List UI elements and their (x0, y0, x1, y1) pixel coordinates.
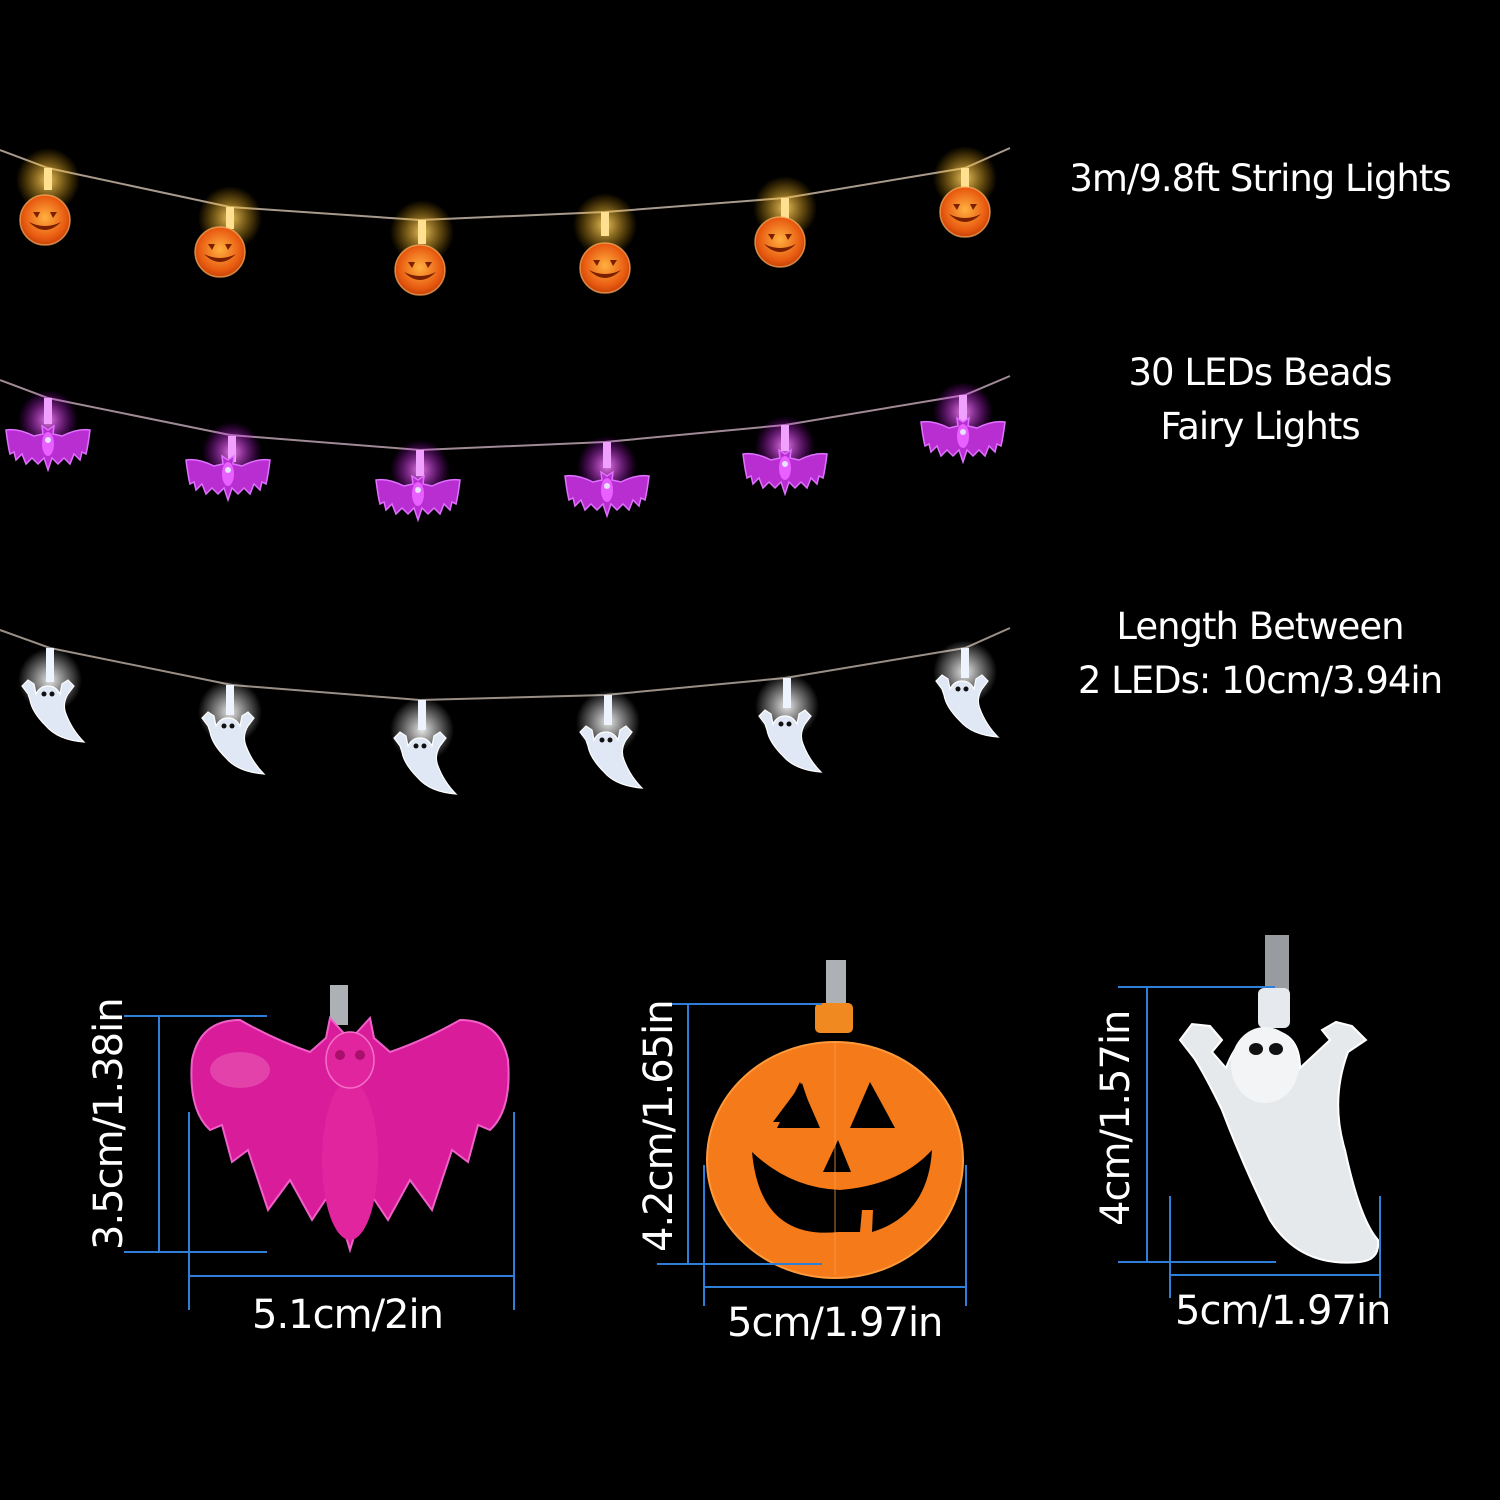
ghost-light (933, 640, 999, 738)
ghost-height-label: 4cm/1.57in (1093, 1010, 1139, 1226)
spacing-label-line1: Length Between (1116, 605, 1404, 648)
pumpkin-width-label: 5cm/1.97in (727, 1300, 943, 1346)
ghost-string (0, 627, 1011, 795)
bat-light (375, 440, 461, 521)
ghost-dimension-lines (1118, 986, 1381, 1298)
bat-dimension-lines (124, 1015, 515, 1310)
pumpkin-light (390, 200, 454, 296)
bat-light (920, 382, 1006, 463)
bat-light (185, 422, 271, 501)
ghost-light (198, 680, 265, 775)
pumpkin-dimension-lines (657, 1003, 967, 1306)
pumpkin-closeup (706, 960, 964, 1279)
bat-closeup (190, 985, 510, 1254)
pumpkin-light (753, 176, 817, 268)
ghost-light (576, 690, 643, 789)
pumpkin-string (0, 146, 1011, 296)
pumpkin-light (933, 146, 997, 238)
ghost-width-label: 5cm/1.97in (1175, 1288, 1391, 1334)
pumpkin-light (16, 148, 80, 246)
bat-light (742, 416, 828, 495)
led-beads-label: 30 LEDs Beads (1128, 351, 1393, 394)
pumpkin-height-label: 4.2cm/1.65in (636, 1000, 682, 1252)
fairy-lights-label: Fairy Lights (1160, 405, 1360, 448)
pumpkin-light (194, 186, 262, 278)
bat-height-label: 3.5cm/1.38in (86, 998, 132, 1250)
spacing-label-line2: 2 LEDs: 10cm/3.94in (1077, 659, 1443, 702)
bat-width-label: 5.1cm/2in (252, 1292, 444, 1338)
string-length-label: 3m/9.8ft String Lights (1069, 157, 1451, 200)
ghost-light (755, 674, 822, 773)
bat-light (5, 390, 91, 471)
pumpkin-light (573, 193, 637, 294)
ghost-closeup (1178, 935, 1380, 1264)
bat-string (0, 375, 1011, 521)
bat-light (564, 436, 650, 517)
ghost-light (390, 698, 457, 795)
ghost-light (18, 648, 85, 743)
